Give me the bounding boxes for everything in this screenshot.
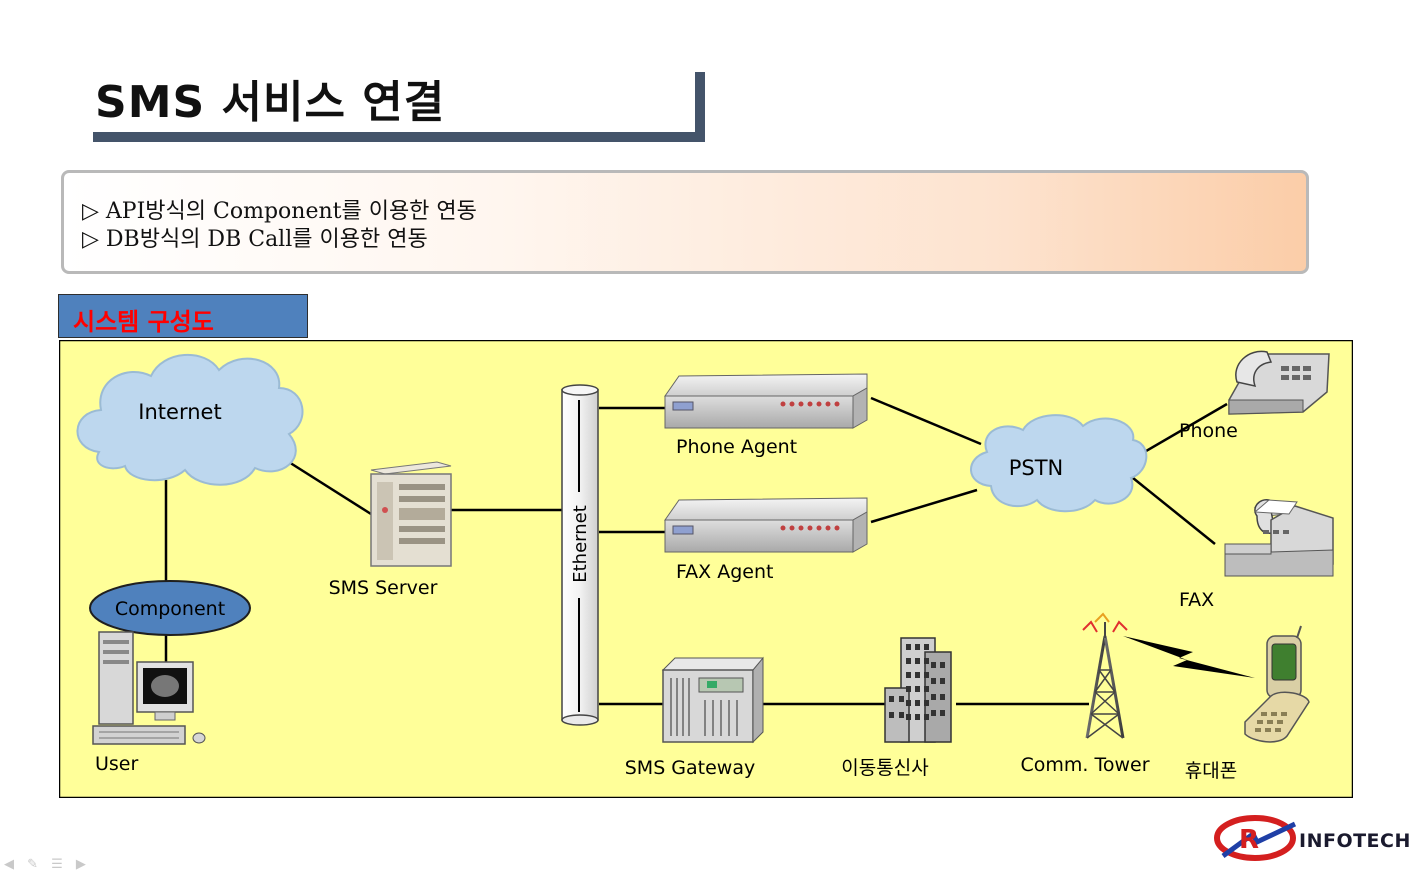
line-pstn-phone — [1140, 402, 1228, 456]
desk-phone-icon — [1228, 350, 1330, 415]
label-user: User — [95, 753, 138, 775]
label-carrier: 이동통신사 — [841, 757, 928, 779]
pstn-cloud-icon — [970, 414, 1148, 513]
arrow-right-icon[interactable]: ▶ — [75, 857, 86, 872]
ethernet-bus-icon — [561, 384, 599, 726]
section-label: 시스템 구성도 — [58, 294, 308, 338]
description-box: ▷ API방식의 Component를 이용한 연동 ▷ DB방식의 DB Ca… — [61, 170, 1309, 274]
label-sms-server: SMS Server — [329, 577, 438, 599]
sms-server-icon — [370, 461, 452, 567]
logo-mark-icon: R — [1214, 815, 1297, 861]
fax-agent-icon — [664, 497, 868, 553]
user-computer-icon — [92, 631, 206, 745]
bullet-db: ▷ DB방식의 DB Call를 이용한 연동 — [82, 227, 428, 252]
label-internet: Internet — [138, 400, 221, 424]
carrier-building-icon — [884, 637, 952, 743]
pen-icon[interactable]: ✎ — [27, 857, 38, 872]
mobile-phone-icon — [1244, 625, 1310, 743]
slide-nav: ◀ ✎ ☰ ▶ — [4, 853, 94, 872]
label-ethernet: Ethernet — [570, 505, 591, 583]
bullet-api: ▷ API방식의 Component를 이용한 연동 — [82, 199, 477, 224]
connection-lines — [164, 396, 1228, 706]
system-diagram: Internet Component User SMS Server — [59, 340, 1353, 798]
label-pstn: PSTN — [1009, 456, 1064, 480]
arrow-left-icon[interactable]: ◀ — [4, 857, 14, 872]
line-pstn-fax — [1132, 477, 1216, 545]
internet-cloud-icon — [76, 354, 304, 486]
phone-agent-icon — [664, 373, 868, 429]
infotech-logo: R INFOTECH — [1213, 812, 1411, 864]
section-label-text: 시스템 구성도 — [73, 308, 214, 336]
label-phone: Phone — [1179, 420, 1238, 442]
component-ellipse — [89, 580, 251, 636]
fax-machine-icon — [1224, 499, 1334, 577]
title-underline — [93, 132, 705, 142]
label-component: Component — [115, 598, 225, 620]
sms-gateway-icon — [661, 656, 764, 744]
label-fax-agent: FAX Agent — [676, 561, 773, 583]
svg-text:R: R — [1239, 825, 1259, 855]
line-faxagent-pstn — [870, 488, 978, 524]
comm-tower-icon — [1082, 612, 1128, 739]
wireless-signal-icon — [1123, 636, 1255, 678]
label-comm-tower: Comm. Tower — [1020, 754, 1149, 776]
menu-icon[interactable]: ☰ — [51, 857, 63, 872]
page-title: SMS 서비스 연결 — [95, 77, 446, 128]
logo-text: INFOTECH — [1299, 830, 1411, 852]
label-fax: FAX — [1179, 589, 1214, 611]
title-side-bar — [695, 72, 705, 142]
label-sms-gateway: SMS Gateway — [625, 757, 756, 779]
line-phoneagent-pstn — [870, 396, 982, 446]
label-mobile-phone: 휴대폰 — [1185, 760, 1237, 782]
label-phone-agent: Phone Agent — [676, 436, 797, 458]
